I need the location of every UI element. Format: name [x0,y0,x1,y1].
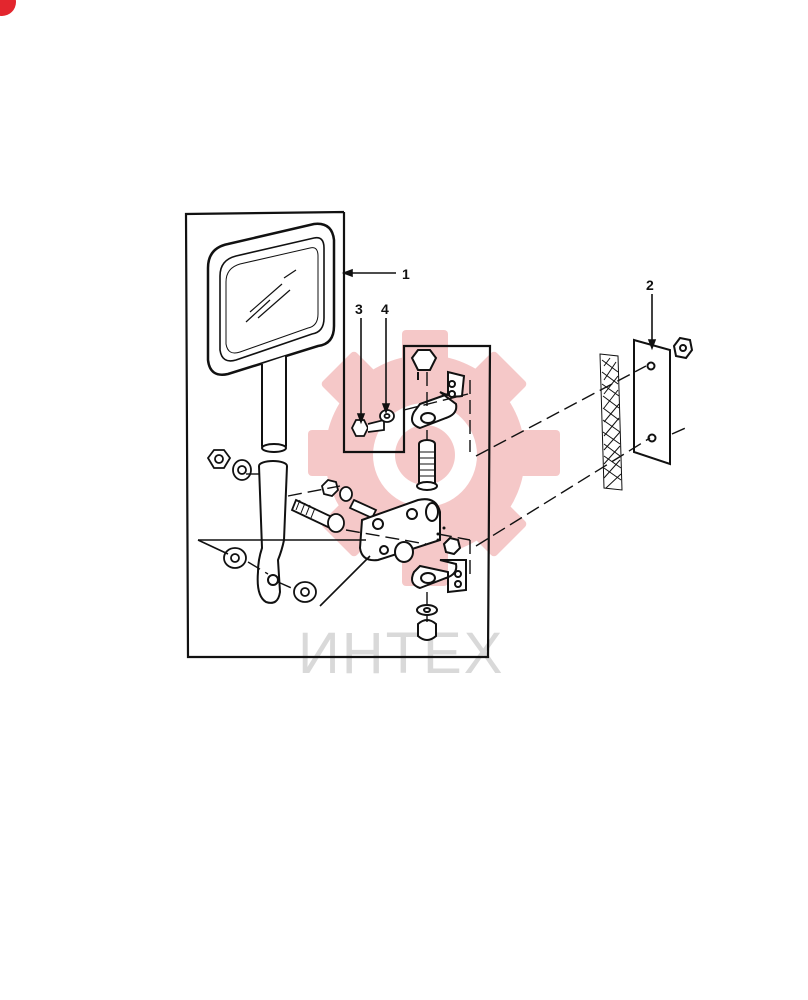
lower-mount-bracket [411,559,467,641]
callout-2: 2 [646,277,654,293]
assembly-frame [184,210,492,659]
watermark-text: ИНТЕХ [298,621,504,686]
cab-mount-surface [599,353,623,491]
left-hardware [206,449,317,603]
mirror-head [206,222,336,376]
bolt-and-washer [350,409,395,437]
upper-mount-bracket [410,349,466,430]
mounting-plate [633,336,694,466]
center-bracket [358,498,462,563]
callout-1: 1 [402,266,410,282]
corner-logo-icon [0,0,16,16]
callout-4: 4 [381,301,389,317]
callout-3: 3 [355,301,363,317]
assembly-lines [246,365,691,622]
leader-lines [197,268,657,607]
center-bolts [290,479,378,533]
pivot-post [416,439,438,491]
mirror-stem [261,356,287,453]
lower-arm [256,460,288,604]
